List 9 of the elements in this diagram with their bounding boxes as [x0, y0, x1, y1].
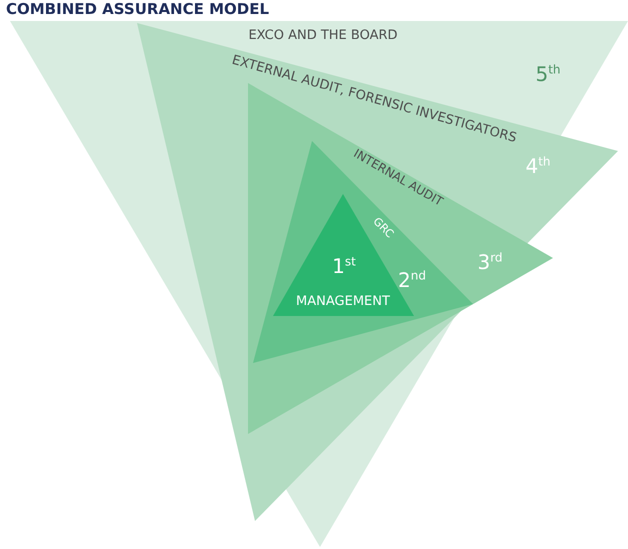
tier-label: EXCO AND THE BOARD	[248, 28, 398, 44]
diagram-title: COMBINED ASSURANCE MODEL	[6, 0, 270, 18]
tier-number: 4$^{th}$	[525, 155, 551, 177]
tier-number: 3$^{rd}$	[477, 251, 503, 273]
triangle-tier	[253, 141, 473, 363]
tier-label: MANAGEMENT	[296, 294, 390, 310]
tier-number: 2$^{nd}$	[398, 269, 426, 291]
tier-number: 5$^{th}$	[535, 63, 561, 85]
tier-number: 1$^{st}$	[332, 255, 356, 277]
